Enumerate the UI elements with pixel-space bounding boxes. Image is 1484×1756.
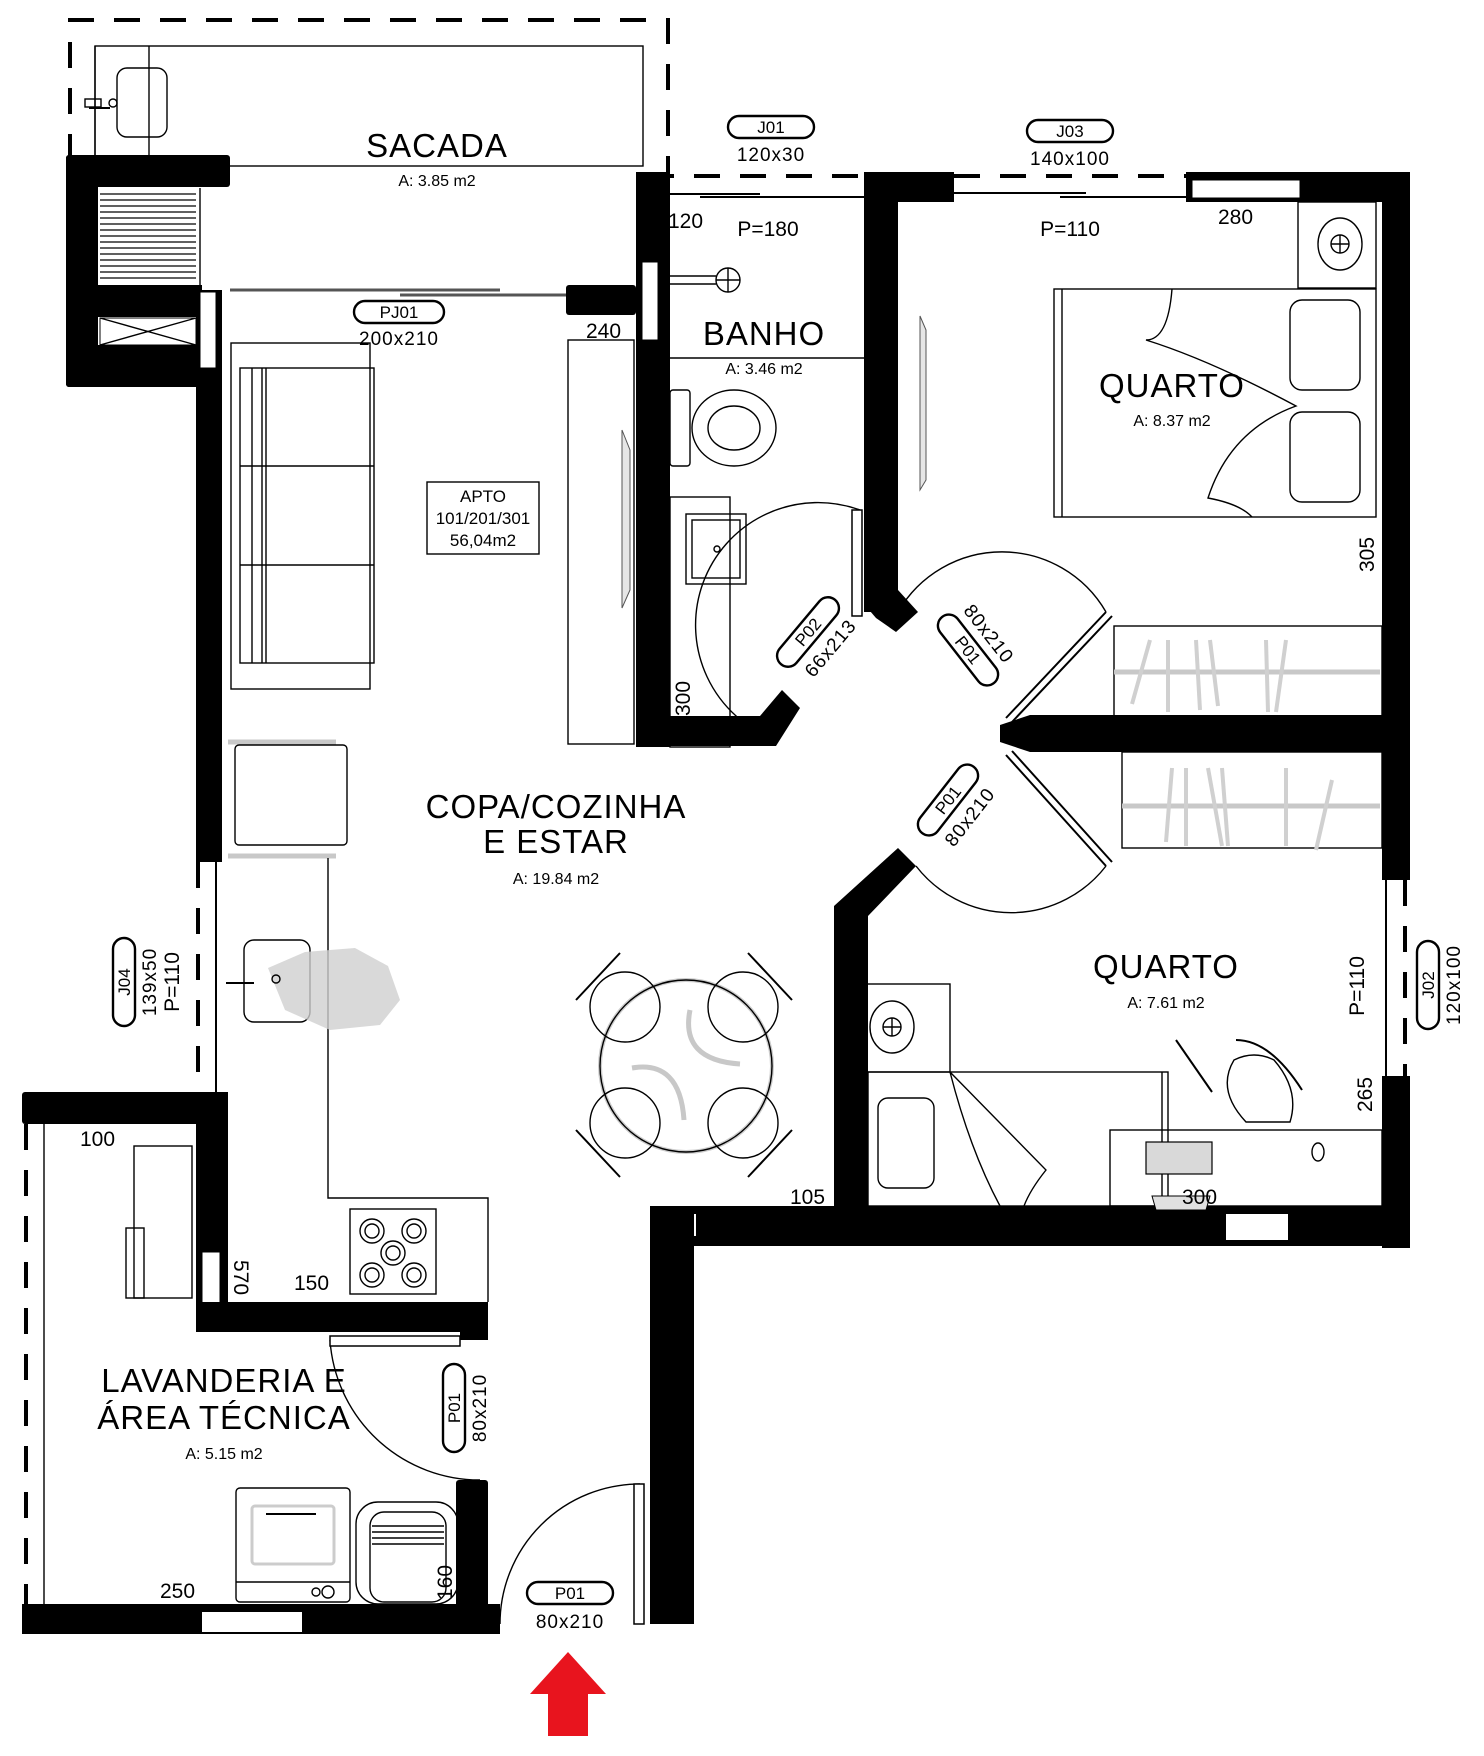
room-name-sacada: SACADA	[366, 127, 508, 164]
room-area-sacada: A: 3.85 m2	[398, 173, 475, 190]
room-name-lavanderia-line2: ÁREA TÉCNICA	[97, 1399, 350, 1436]
room-name-banho: BANHO	[703, 315, 825, 352]
drain-icon-2	[863, 983, 951, 1073]
dim-160: 160	[434, 1565, 457, 1600]
tag-p01-lavanderia: P01 80x210	[441, 1362, 491, 1454]
dim-150: 150	[294, 1272, 329, 1295]
tag-j03: J03 140x100	[1025, 118, 1115, 170]
dining-table-icon	[575, 952, 793, 1178]
dim-100: 100	[80, 1128, 115, 1151]
double-bed-icon	[1053, 288, 1377, 518]
room-area-banho: A: 3.46 m2	[725, 361, 802, 378]
wardrobe-quarto2-icon	[1121, 751, 1383, 851]
balcony-area	[68, 18, 670, 175]
dim-300-banho: 300	[672, 681, 695, 716]
single-bed-icon	[867, 1071, 1169, 1207]
svg-text:120x100: 120x100	[1444, 945, 1465, 1025]
bathroom-fixtures	[669, 267, 864, 748]
ventilation-grille-icon	[100, 188, 201, 285]
room-area-quarto-1: A: 8.37 m2	[1133, 413, 1210, 430]
shower-icon	[670, 267, 741, 293]
toilet-icon	[669, 389, 777, 467]
lavanderia-window	[24, 1124, 45, 1604]
room-name-quarto-2: QUARTO	[1093, 948, 1239, 985]
apartment-units: 101/201/301	[436, 509, 531, 528]
dim-120: 120	[668, 210, 703, 233]
svg-text:J03: J03	[1056, 122, 1083, 141]
room-area-lavanderia: A: 5.15 m2	[185, 1446, 262, 1463]
svg-text:P01: P01	[555, 1584, 585, 1603]
room-name-copa-line2: E ESTAR	[483, 823, 629, 860]
tag-j01: J01 120x30	[726, 114, 816, 166]
tag-p01-quarto2: P01 80x210	[916, 763, 1000, 851]
tag-p02: P02 66x213	[775, 596, 861, 682]
wall-tv-quarto1-icon	[919, 315, 927, 492]
sill-banho: P=180	[737, 218, 798, 241]
tag-j02: J02 120x100	[1415, 939, 1465, 1031]
bathroom-sink-icon	[669, 496, 747, 748]
svg-text:140x100: 140x100	[1030, 149, 1110, 170]
dim-105: 105	[790, 1186, 825, 1209]
room-area-copa: A: 19.84 m2	[513, 871, 599, 888]
washing-machine-icon	[235, 1487, 351, 1603]
svg-text:200x210: 200x210	[359, 329, 439, 350]
svg-text:P=110: P=110	[161, 952, 184, 1012]
tag-j04: J04 139x50 P=110	[111, 936, 184, 1028]
svg-text:80x210: 80x210	[536, 1612, 604, 1633]
sill-quarto-1: P=110	[1040, 218, 1100, 241]
svg-text:120x30: 120x30	[737, 145, 805, 166]
laundry-sink-icon	[355, 1501, 459, 1605]
desk-chair-icon	[1175, 1039, 1303, 1123]
room-area-quarto-2: A: 7.61 m2	[1127, 995, 1204, 1012]
dim-280: 280	[1218, 206, 1253, 229]
dim-265: 265	[1354, 1077, 1377, 1112]
tv-icon	[567, 339, 635, 745]
tag-pj01: PJ01 200x210	[352, 299, 446, 350]
drain-icon	[1297, 201, 1377, 289]
dim-250: 250	[160, 1580, 195, 1603]
refrigerator-icon	[228, 739, 348, 859]
doors	[329, 501, 1113, 1625]
svg-text:J02: J02	[1419, 971, 1438, 998]
wardrobe-quarto1-icon	[1113, 625, 1383, 717]
dim-240: 240	[586, 320, 621, 343]
sill-j02: P=110	[1346, 956, 1369, 1016]
tag-p01-entrance: P01 80x210	[525, 1580, 615, 1633]
entrance-arrow-icon	[530, 1652, 606, 1736]
dim-300-quarto: 300	[1182, 1186, 1217, 1209]
desk-icon	[1109, 1129, 1383, 1211]
room-name-quarto-1: QUARTO	[1099, 367, 1245, 404]
svg-text:139x50: 139x50	[140, 948, 161, 1016]
windows	[196, 174, 1407, 1092]
tank-icon	[125, 1145, 193, 1299]
room-name-lavanderia-line1: LAVANDERIA E	[101, 1362, 347, 1399]
svg-text:P01: P01	[445, 1393, 464, 1423]
svg-text:PJ01: PJ01	[380, 303, 419, 322]
dim-570: 570	[229, 1260, 252, 1295]
apartment-total-area: 56,04m2	[450, 531, 516, 550]
kitchen-counter	[226, 858, 489, 1302]
room-name-copa-line1: COPA/COZINHA	[426, 788, 687, 825]
svg-text:J04: J04	[115, 968, 134, 995]
walls	[22, 172, 1410, 1634]
apartment-info-box: APTO 101/201/301 56,04m2	[426, 481, 540, 555]
dim-305: 305	[1356, 537, 1379, 572]
svg-text:80x210: 80x210	[470, 1374, 491, 1442]
shaft-block	[66, 155, 230, 387]
duct-x-icon	[99, 317, 197, 346]
svg-text:J01: J01	[757, 118, 784, 137]
tag-p01-quarto1: P01 80x210	[936, 601, 1017, 687]
apartment-label: APTO	[460, 487, 506, 506]
svg-text:P=110: P=110	[1346, 956, 1369, 1016]
sofa-icon	[230, 342, 375, 690]
cooktop-icon	[349, 1208, 437, 1295]
balcony-sink-icon	[84, 67, 168, 138]
